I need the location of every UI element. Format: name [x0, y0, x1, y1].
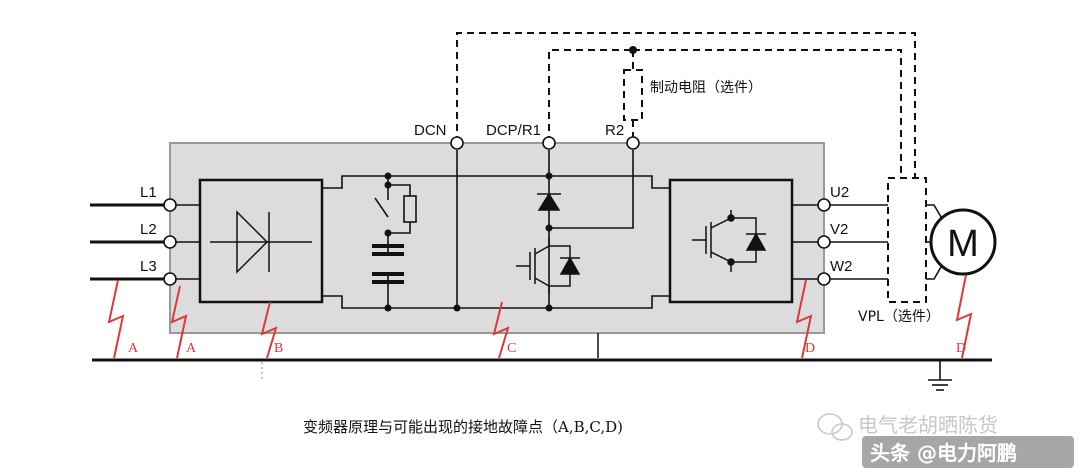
ground-symbol-icon — [928, 360, 952, 391]
terminal-r2: R2 — [605, 122, 624, 139]
terminal-l2: L2 — [140, 221, 157, 238]
fault-label-b: B — [274, 341, 283, 356]
terminal-w2: W2 — [830, 258, 853, 275]
toutiao-watermark-bg — [862, 436, 1074, 468]
brake-junction-dot — [629, 46, 637, 54]
input-lines — [90, 203, 164, 281]
terminal-dcn: DCN — [414, 122, 447, 139]
terminal-l3: L3 — [140, 258, 157, 275]
rectifier-block — [198, 178, 324, 304]
brake-resistor-label: 制动电阻（选件） — [650, 80, 762, 96]
chopper-diode-icon — [537, 192, 561, 211]
fault-label-d2: D — [956, 341, 966, 356]
figure-caption: 变频器原理与可能出现的接地故障点（A,B,C,D) — [303, 418, 623, 436]
inverter-block — [668, 178, 794, 304]
diode-icon — [210, 210, 312, 274]
wechat-icon — [817, 413, 853, 441]
switch-icon — [374, 197, 389, 218]
brake-resistor — [623, 69, 643, 121]
terminal-v2: V2 — [830, 221, 848, 238]
fault-label-a2: A — [186, 341, 197, 356]
capacitor-icon — [372, 244, 404, 284]
output-lines — [830, 204, 888, 280]
fault-label-c: C — [507, 341, 516, 356]
toutiao-watermark: 头条 @电力阿鹏 — [870, 441, 1017, 465]
fault-label-d1: D — [805, 341, 815, 356]
terminals — [163, 136, 831, 286]
motor-label: M — [947, 223, 979, 265]
terminal-dcp: DCP/R1 — [486, 122, 541, 139]
fault-label-a1: A — [128, 341, 139, 356]
dashed-connections — [456, 32, 927, 303]
vpl-label: VPL（选件） — [858, 309, 940, 325]
resistor-icon — [403, 195, 417, 223]
terminal-u2: U2 — [830, 184, 849, 201]
junction-dots — [384, 172, 553, 312]
motor-icon — [929, 208, 997, 276]
wechat-watermark: 电气老胡晒陈货 — [858, 413, 998, 437]
fault-bolts — [107, 274, 973, 359]
terminal-l1: L1 — [140, 184, 157, 201]
